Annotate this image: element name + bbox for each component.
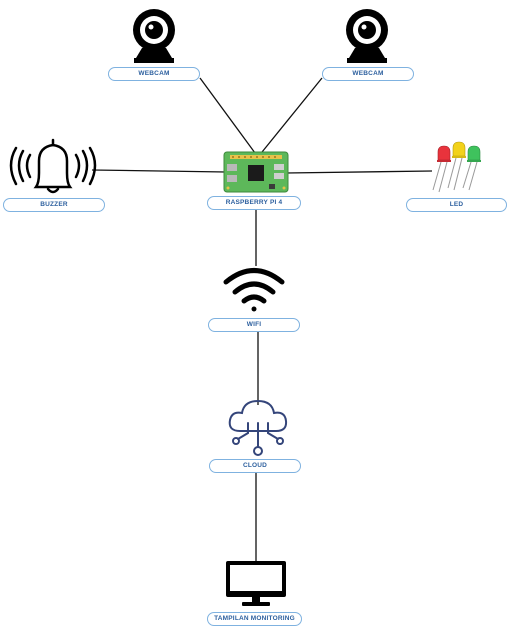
raspberry-pi-board-icon [223,151,289,193]
webcam-left-label: WEBCAM [108,67,200,81]
cloud-network-icon [228,399,288,456]
led-label: LED [406,198,507,212]
monitoring-label: TAMPILAN MONITORING [207,612,302,626]
wifi-icon [223,268,285,312]
webcam-right-label: WEBCAM [322,67,414,81]
connector-webcam-left [199,77,259,158]
webcam-icon [133,9,175,63]
connectors [91,77,433,562]
webcam-icon [346,9,388,63]
connector-led [285,170,433,174]
connector-buzzer [91,169,227,173]
monitor-icon [226,561,286,606]
bell-ringing-icon [9,138,97,194]
raspberry-pi-label: RASPBERRY PI 4 [207,196,301,210]
led-icon [432,141,481,193]
buzzer-label: BUZZER [3,198,105,212]
wifi-label: WIFI [208,318,300,332]
cloud-label: CLOUD [209,459,301,473]
connector-webcam-right [257,77,323,158]
